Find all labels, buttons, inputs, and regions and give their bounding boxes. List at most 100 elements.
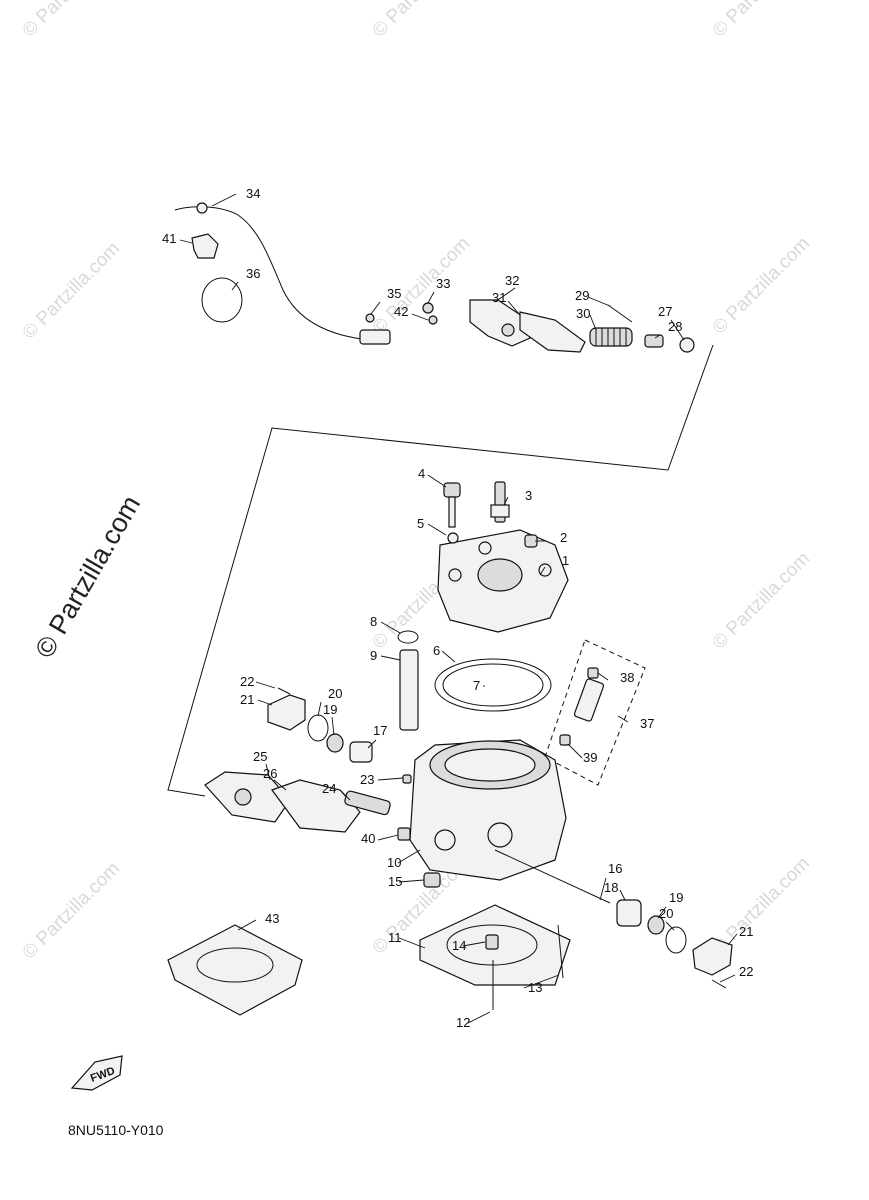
callout-leader: [719, 974, 736, 983]
callout-label: 8: [370, 614, 377, 629]
part-oring-20-right: [665, 926, 687, 954]
callout-leader: [441, 650, 456, 663]
callout-leader: [503, 496, 509, 506]
callout-label: 19: [669, 890, 683, 905]
callout-leader: [265, 763, 271, 781]
callout-label: 22: [739, 964, 753, 979]
watermark-vertical: © Partzilla.com: [29, 490, 146, 663]
watermark: © Partzilla.com: [19, 0, 124, 42]
callout-leader: [317, 701, 322, 717]
part-cylinder-head: [437, 529, 569, 633]
callout-label: 34: [246, 186, 260, 201]
callout-label: 33: [436, 276, 450, 291]
callout-leader: [367, 739, 377, 749]
assembly-boundary-line: [167, 344, 714, 797]
part-14: [485, 934, 499, 950]
callout-label: 7: [473, 678, 480, 693]
callout-leader: [273, 779, 287, 791]
part-18: [616, 899, 642, 927]
part-throttle-cable: [174, 202, 391, 345]
part-cylinder-block: [409, 739, 567, 881]
callout-leader: [494, 287, 516, 303]
callout-leader: [397, 849, 421, 864]
kit-37-boundary: [544, 639, 646, 786]
callout-leader: [237, 919, 257, 931]
callout-label: 43: [265, 911, 279, 926]
part-gasket-6: [434, 658, 552, 712]
part-40: [397, 827, 411, 841]
part-bracket: [191, 233, 219, 259]
callout-leader: [587, 296, 611, 307]
part-39: [559, 734, 571, 746]
callout-leader: [589, 314, 597, 331]
callout-leader: [370, 301, 381, 315]
callout-leader: [657, 906, 667, 919]
part-spark-plug: [490, 481, 510, 523]
callout-label: 22: [240, 674, 254, 689]
watermark: © Partzilla.com: [19, 858, 124, 963]
callout-label: 11: [388, 930, 402, 945]
part-28: [644, 334, 664, 348]
callout-label: 41: [162, 231, 176, 246]
part-gasket-7: [442, 663, 544, 707]
callout-leader: [654, 334, 661, 339]
watermark: © Partzilla.com: [709, 548, 814, 653]
fwd-arrow: FWD: [70, 1055, 123, 1091]
part-plate-26: [271, 779, 361, 833]
callout-label: 12: [456, 1015, 470, 1030]
part-gasket-31: [519, 311, 586, 353]
callout-label: 30: [576, 306, 590, 321]
callout-leader: [411, 313, 429, 321]
callout-leader: [597, 672, 609, 681]
part-17: [349, 741, 373, 763]
callout-leader: [231, 281, 239, 291]
callout-leader: [377, 834, 399, 841]
callout-leader: [427, 523, 447, 536]
callout-leader: [255, 681, 276, 689]
part-valve-24: [344, 790, 391, 816]
callout-leader: [380, 621, 401, 634]
callout-label: 21: [739, 924, 753, 939]
callout-label: 15: [388, 874, 402, 889]
callout-leader: [567, 743, 583, 759]
watermark: © Partzilla.com: [369, 0, 474, 42]
callout-label: 29: [575, 288, 589, 303]
callout-label: 14: [452, 938, 466, 953]
callout-label: 40: [361, 831, 375, 846]
callout-label: 27: [658, 304, 672, 319]
part-oring-8: [397, 630, 419, 644]
callout-leader: [380, 655, 401, 661]
part-screw-29: [607, 304, 633, 323]
callout-label: 42: [394, 304, 408, 319]
part-rod-16: [494, 849, 611, 904]
callout-label: 38: [620, 670, 634, 685]
part-tube-9: [399, 649, 419, 731]
part-washer-5: [447, 532, 459, 544]
callout-label: 21: [240, 692, 254, 707]
part-bearing-19-left: [326, 733, 344, 753]
callout-layer: 1234567891011121314151617181920212223242…: [162, 186, 753, 1030]
part-injector-38: [573, 667, 605, 722]
callout-label: 37: [640, 716, 654, 731]
part-cap-27: [679, 337, 695, 353]
callout-leader: [727, 933, 738, 946]
callout-label: 17: [373, 723, 387, 738]
part-valve-housing: [469, 299, 531, 347]
callout-label: 28: [668, 319, 682, 334]
part-gasket-kit-43: [167, 924, 303, 1016]
callout-leader: [211, 193, 237, 207]
callout-label: 31: [492, 290, 506, 305]
part-42: [428, 315, 438, 325]
callout-label: 24: [322, 781, 336, 796]
callout-leader: [619, 889, 626, 901]
callout-leader: [507, 300, 521, 316]
callout-leader: [331, 716, 335, 736]
part-spring: [589, 327, 633, 347]
part-35: [365, 313, 375, 323]
watermark: © Partzilla.com: [369, 233, 474, 338]
callout-leader: [427, 474, 447, 488]
part-band-clamp: [201, 277, 243, 323]
part-23: [402, 774, 412, 784]
part-cover-21-left: [267, 694, 306, 731]
